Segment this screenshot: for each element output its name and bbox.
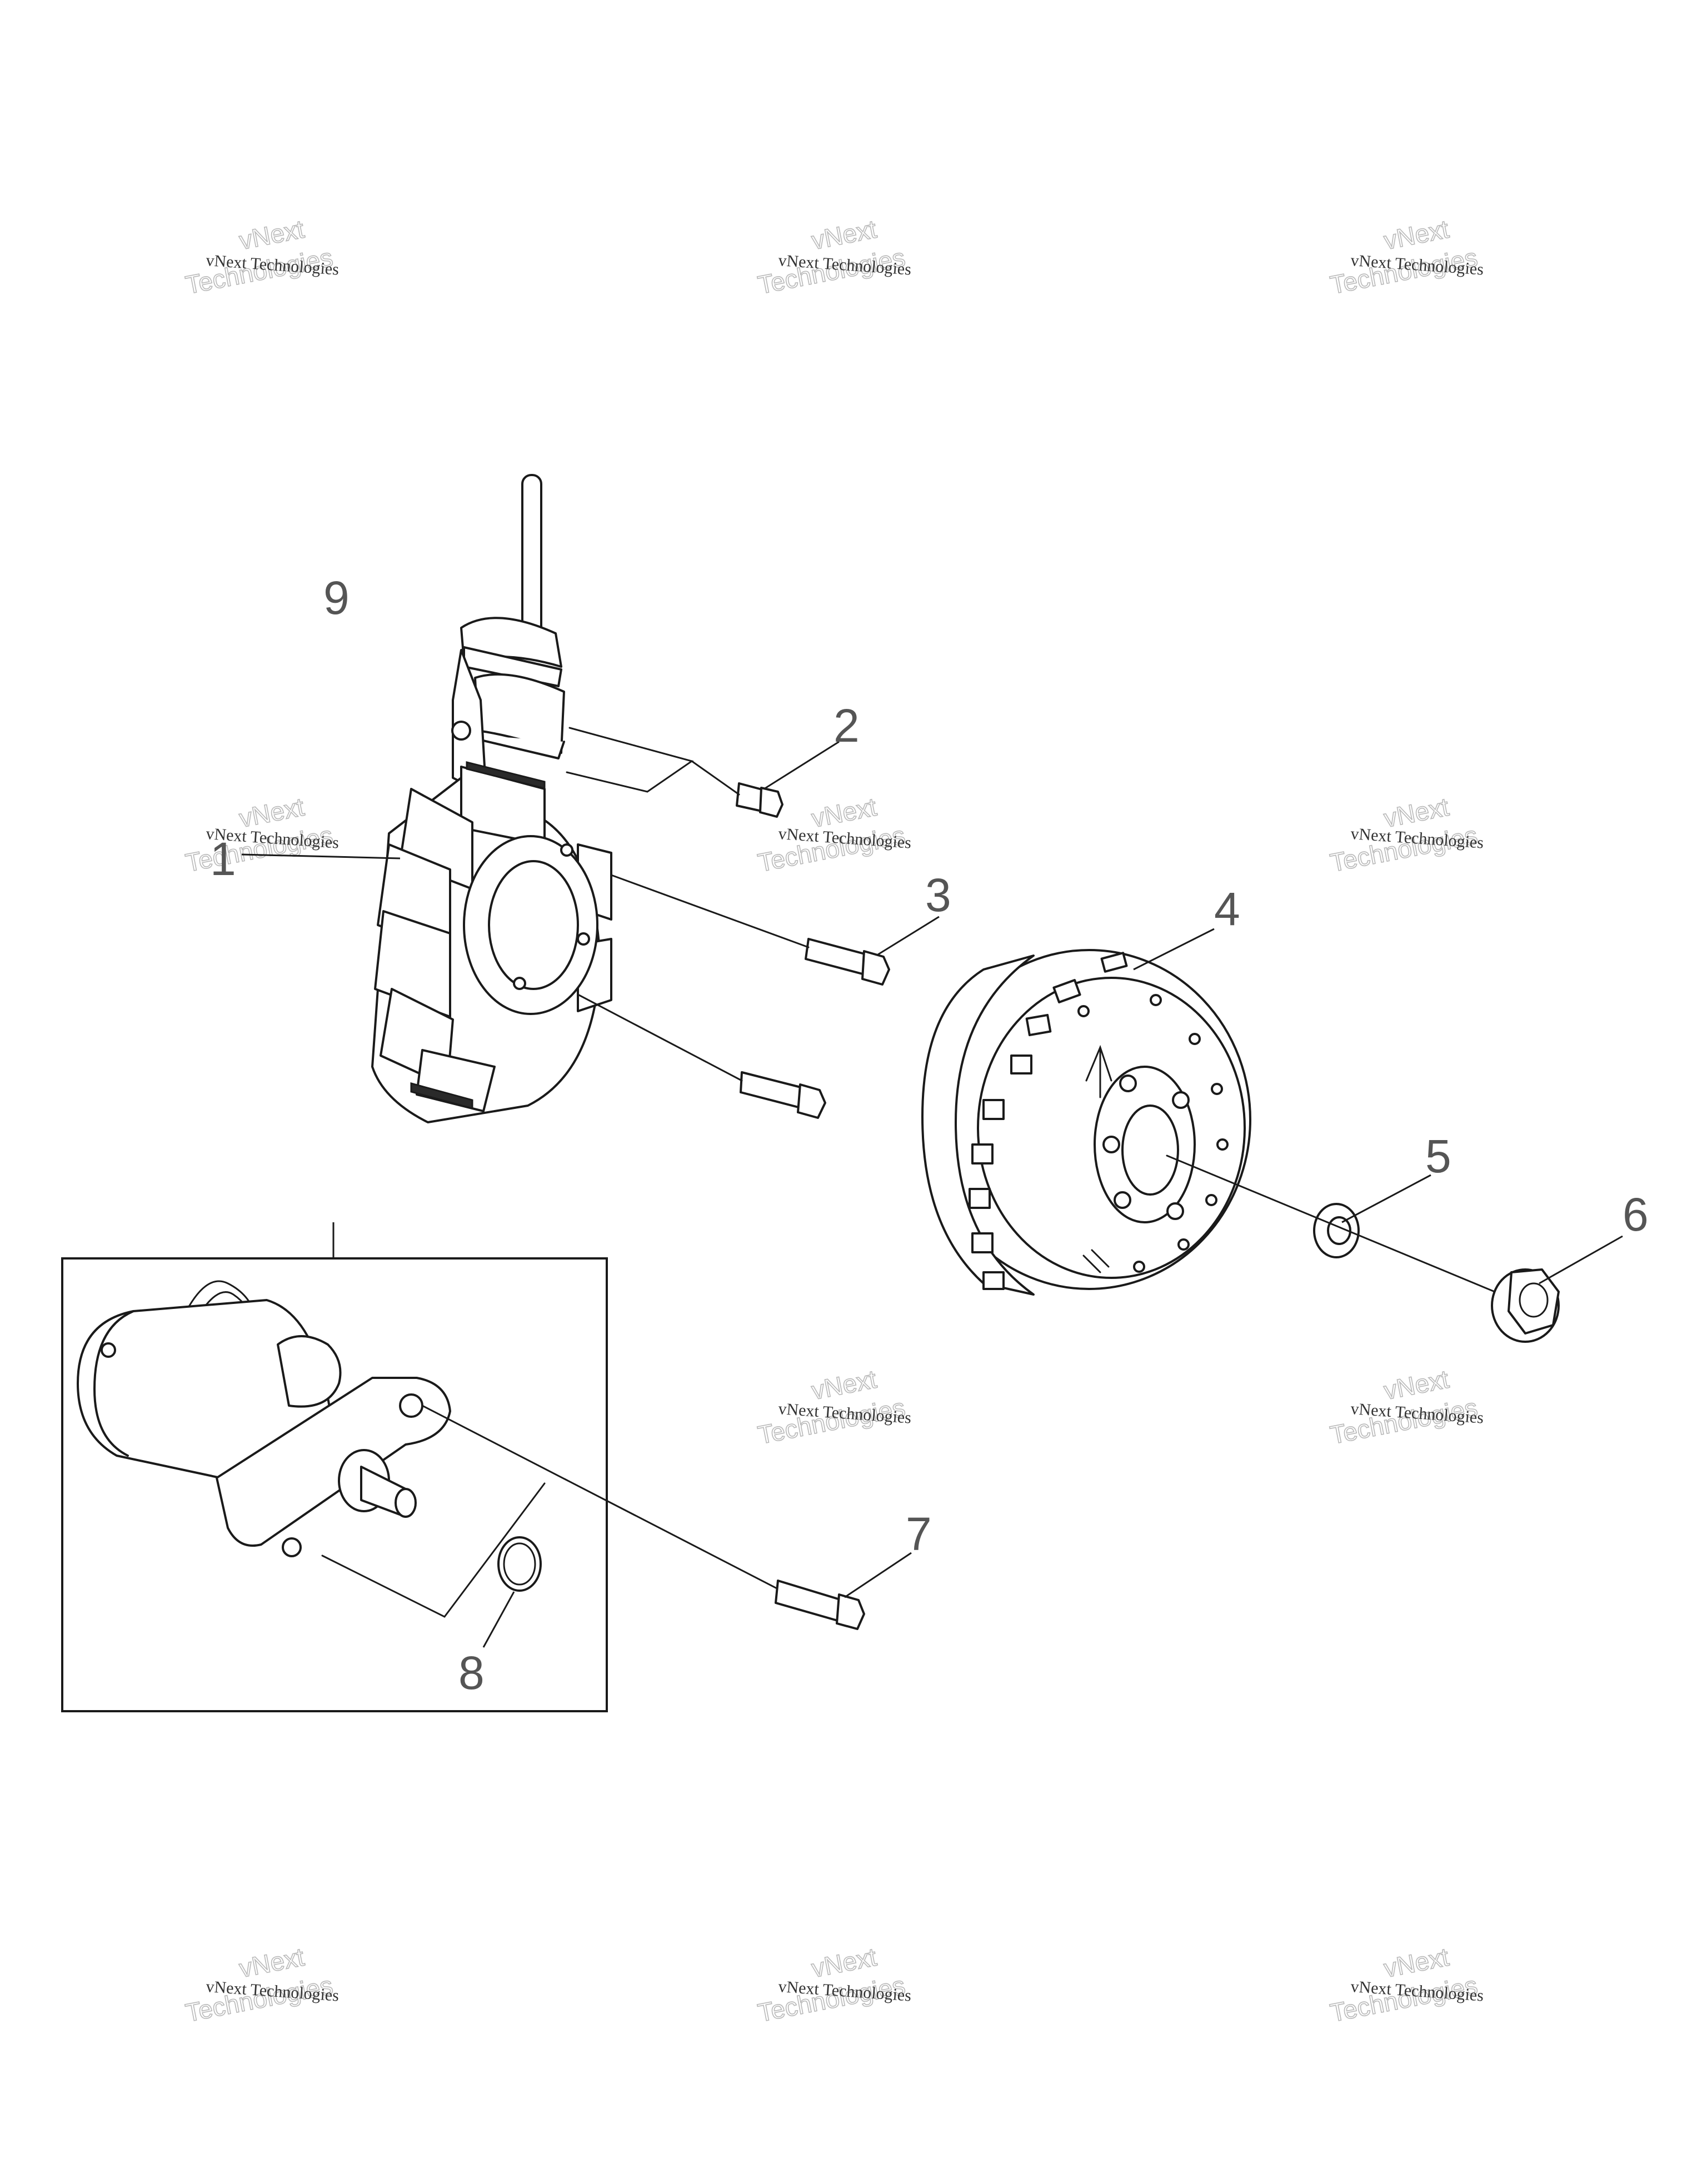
watermark-grid: vNext Technologies vNext Technologies vN… (183, 214, 1484, 2028)
flywheel-slot (969, 1188, 991, 1209)
starter-motor (77, 1280, 451, 1557)
stator-hub-bore (488, 860, 579, 990)
starter-flange-hole (399, 1393, 423, 1418)
flywheel-hole (1150, 994, 1162, 1006)
leader-2 (763, 741, 840, 790)
flywheel-boss-hole (1119, 1074, 1137, 1092)
flywheel-hole (1133, 1261, 1145, 1273)
flywheel-slot (1052, 979, 1081, 1003)
assembly-line (421, 1405, 779, 1590)
starter-flange-hole (282, 1537, 302, 1557)
callout-6: 6 (1623, 1188, 1649, 1241)
callout-8: 8 (458, 1647, 485, 1699)
assembly-line (577, 993, 743, 1082)
stator (371, 474, 612, 1123)
flywheel-boss-hole (1114, 1191, 1131, 1209)
flywheel-hole (1189, 1033, 1201, 1045)
callout-1: 1 (210, 833, 236, 885)
starter-shaft-end (395, 1488, 417, 1518)
flywheel-hole (1177, 1238, 1190, 1251)
callout-9: 9 (323, 572, 350, 624)
stator-hub-hole (560, 843, 573, 857)
leader-4 (1133, 928, 1215, 971)
assembly-line (566, 727, 694, 793)
flywheel (921, 949, 1251, 1296)
screw-part-3-upper (805, 938, 890, 986)
starter-terminal (277, 1335, 342, 1408)
flywheel-hole (1211, 1083, 1223, 1095)
bolt-part-7 (775, 1580, 865, 1630)
flywheel-slot (982, 1099, 1005, 1120)
flywheel-slot (1025, 1013, 1052, 1037)
callout-2: 2 (833, 699, 860, 752)
flywheel-arrow-mark (1085, 1044, 1112, 1098)
starter-flange (216, 1377, 451, 1547)
assembly-line (691, 760, 740, 796)
callout-labels: 1 2 3 4 5 6 7 8 9 (210, 572, 1649, 1699)
starter-kit-box (61, 1257, 608, 1712)
flywheel-hole (1077, 1005, 1090, 1017)
leader-6 (1539, 1235, 1623, 1285)
flywheel-slot (1010, 1054, 1032, 1074)
stator-bracket-hole (451, 721, 471, 741)
flywheel-hole (1216, 1138, 1229, 1151)
stator-wire (521, 474, 542, 643)
leader-5 (1341, 1174, 1431, 1223)
flywheel-boss-hole (1166, 1202, 1184, 1220)
leader-3 (877, 916, 940, 956)
assembly-line (1166, 1155, 1496, 1293)
screw-part-2 (736, 782, 783, 818)
assembly-line (321, 1482, 546, 1618)
stator-hub-hole (577, 932, 590, 946)
flywheel-bore (1121, 1105, 1179, 1196)
stator-lamination (466, 761, 546, 789)
callout-3: 3 (925, 869, 951, 921)
callout-4: 4 (1214, 883, 1240, 935)
flange-nut (1491, 1268, 1560, 1343)
starter-body (77, 1299, 335, 1490)
flywheel-slot (1100, 952, 1128, 973)
leader-8 (482, 1591, 515, 1648)
callout-5: 5 (1425, 1130, 1451, 1182)
flywheel-mark (1082, 1249, 1110, 1273)
flywheel-boss-hole (1172, 1091, 1190, 1109)
flywheel-slot (971, 1143, 994, 1165)
callout-7: 7 (906, 1508, 932, 1560)
flywheel-slot (971, 1232, 994, 1253)
washer (1313, 1203, 1360, 1258)
flywheel-hole (1205, 1194, 1217, 1206)
flywheel-side (921, 954, 1035, 1296)
starter-stud (101, 1342, 116, 1358)
leader-lines (241, 741, 1623, 1648)
o-ring (497, 1536, 542, 1592)
leader-1 (241, 853, 401, 859)
screw-part-3-lower (740, 1071, 826, 1119)
flywheel-slot (982, 1271, 1005, 1290)
stator-lamination (410, 1082, 473, 1110)
leader-7 (844, 1552, 912, 1598)
stator-hub-hole (513, 977, 526, 990)
assembly-line (610, 874, 810, 948)
flywheel-boss-hole (1102, 1136, 1120, 1153)
